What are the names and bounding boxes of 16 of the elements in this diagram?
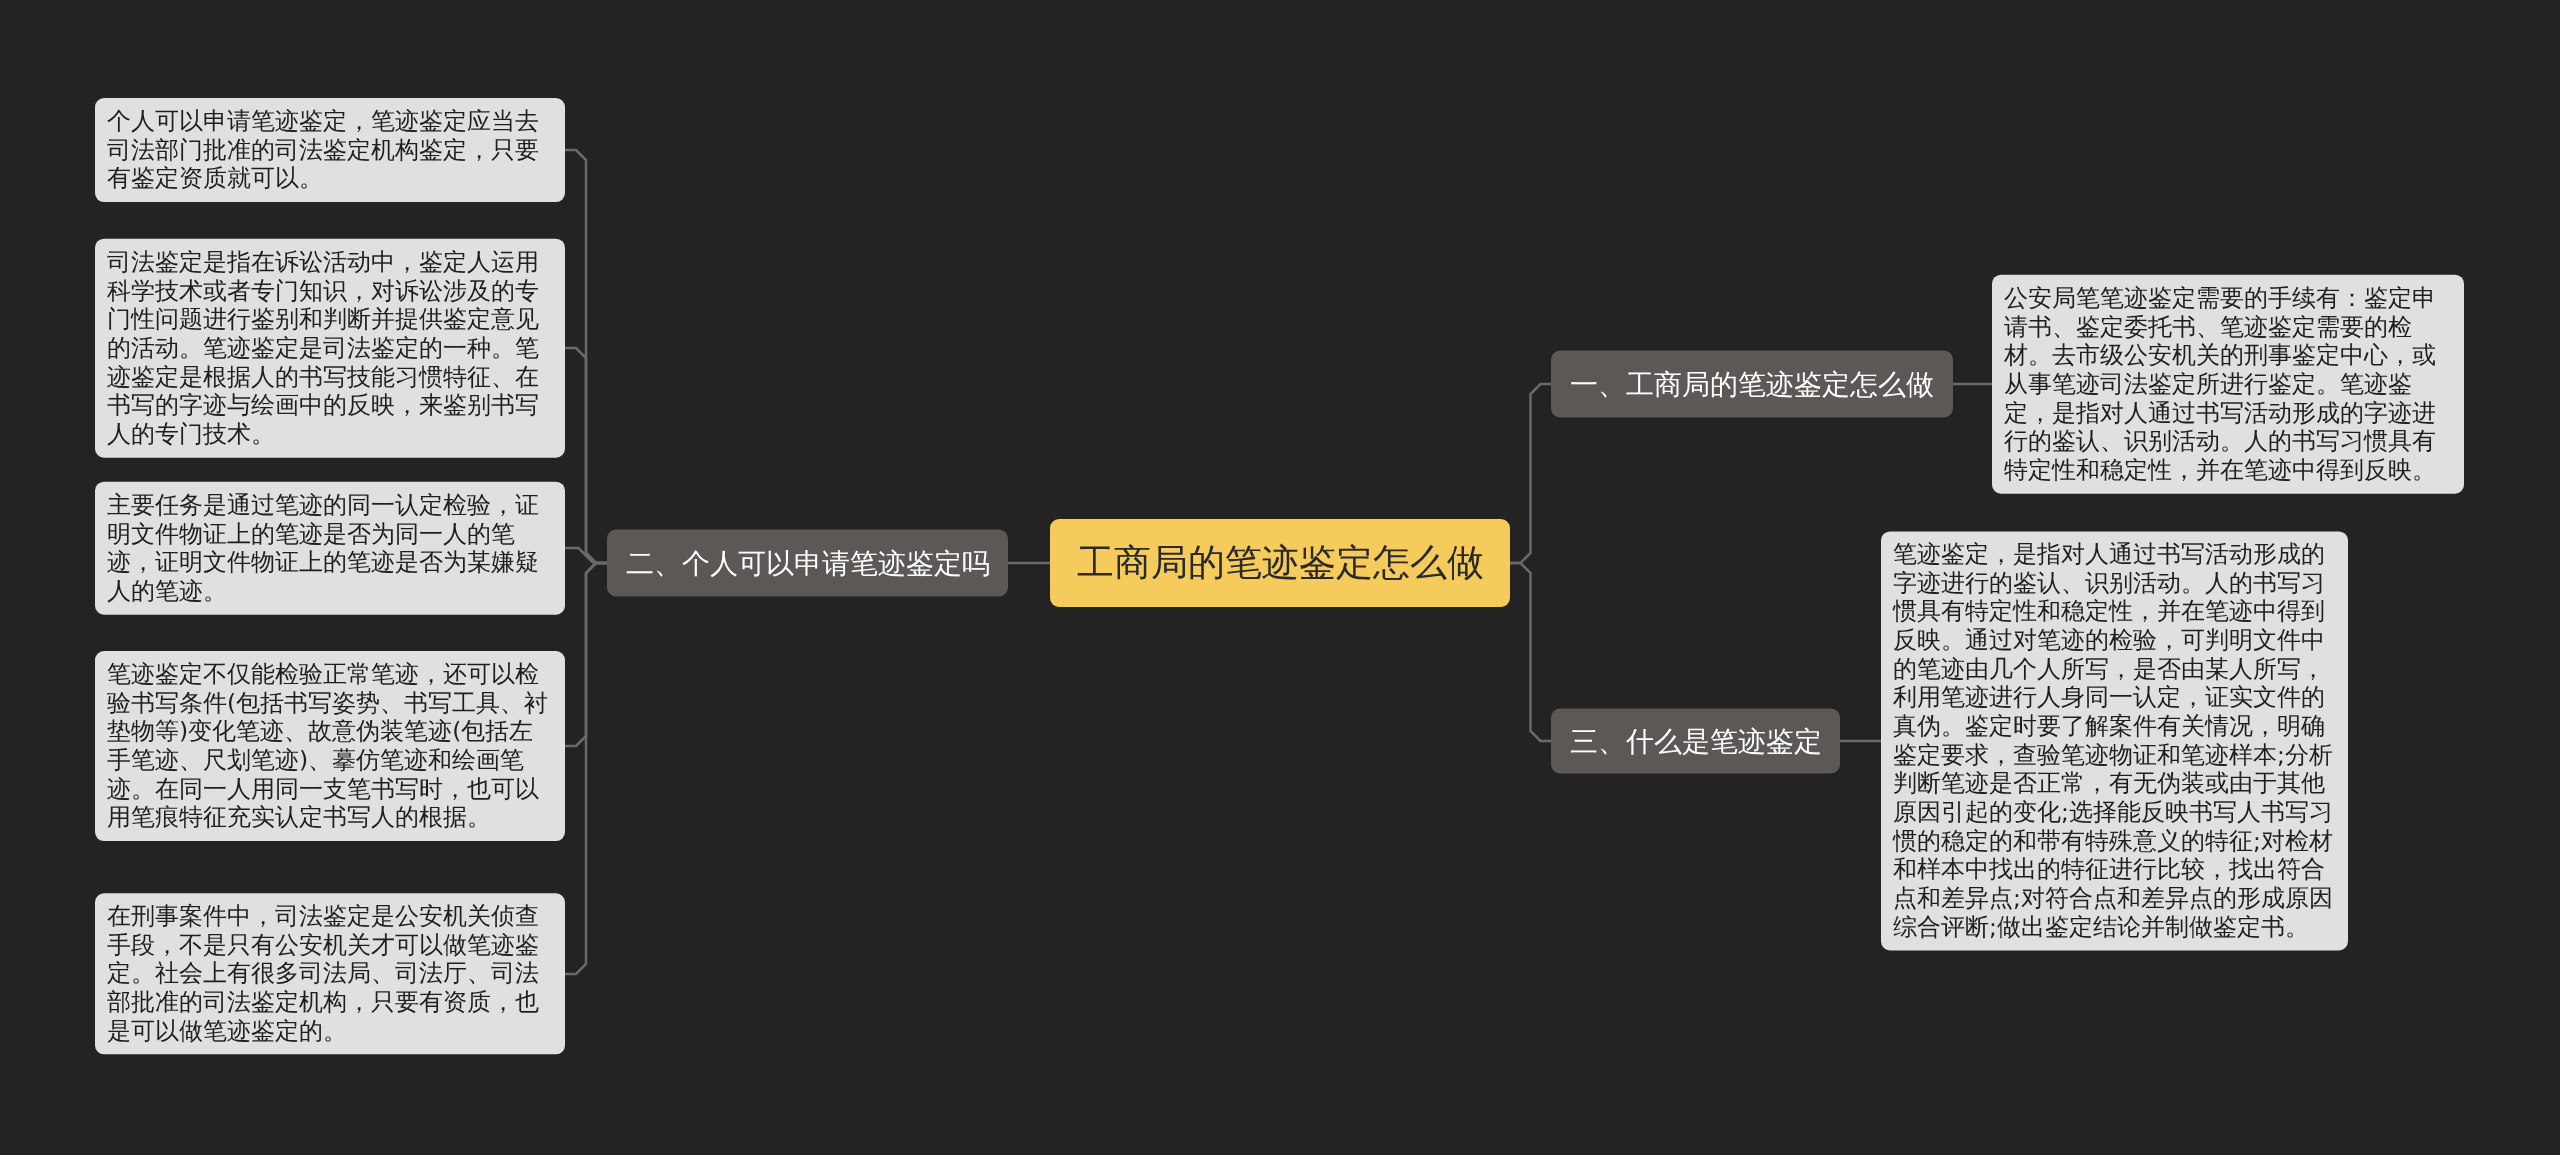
connector-line	[1510, 561, 1551, 743]
branch-topic-box: 二、个人可以申请笔迹鉴定吗	[607, 529, 1008, 597]
branch-topic-box: 一、工商局的笔迹鉴定怎么做	[1551, 350, 1953, 418]
note-card: 笔迹鉴定，是指对人通过书写活动形成的字迹进行的鉴认、识别活动。人的书写习惯具有特定性和稳定性，并在笔迹中得到反映。通过对笔迹的检验，可判明文件中的笔迹由几个人所写，是否由某人所写，利用笔迹进行人身同一认定，证实文件的真伪。鉴定时要了解案件有关情况，明确鉴定要求，查验笔迹物证和笔迹样本;分析判断笔迹是否正常，有无伪装或由于其他原因引起的变化;选择能反映书写人书写习惯的稳定的和带有特殊意义的特征;对检材和样本中找出的特征进行比较，找出符合点和差异点;对符合点和差异点的形成原因综合评断;做出鉴定结论并制做鉴定书。	[1881, 531, 2348, 951]
connector-line	[565, 561, 607, 976]
note-card: 个人可以申请笔迹鉴定，笔迹鉴定应当去司法部门批准的司法鉴定机构鉴定，只要有鉴定资质就可以。	[95, 98, 565, 202]
note-card: 在刑事案件中，司法鉴定是公安机关侦查手段，不是只有公安机关才可以做笔迹鉴定。社会上有很多司法局、司法厅、司法部批准的司法鉴定机构，只要有资质，也是可以做笔迹鉴定的。	[95, 893, 565, 1055]
note-card: 笔迹鉴定不仅能检验正常笔迹，还可以检验书写条件(包括书写姿势、书写工具、衬垫物等)变化笔迹、故意伪装笔迹(包括左手笔迹、尺划笔迹)、摹仿笔迹和绘画笔迹。在同一人用同一支笔书写时，也可以用笔痕特征充实认定书写人的根据。	[95, 651, 565, 841]
connector-line	[1008, 561, 1050, 565]
connector-line	[1953, 382, 1992, 386]
branch-topic-box: 三、什么是笔迹鉴定	[1551, 708, 1840, 774]
central-topic-box: 工商局的笔迹鉴定怎么做	[1050, 519, 1510, 607]
note-card: 司法鉴定是指在诉讼活动中，鉴定人运用科学技术或者专门知识，对诉讼涉及的专门性问题进行鉴别和判断并提供鉴定意见的活动。笔迹鉴定是司法鉴定的一种。笔迹鉴定是根据人的书写技能习惯特征、在书写的字迹与绘画中的反映，来鉴别书写人的专门技术。	[95, 238, 565, 458]
note-card: 公安局笔笔迹鉴定需要的手续有：鉴定申请书、鉴定委托书、笔迹鉴定需要的检材。去市级公安机关的刑事鉴定中心，或从事笔迹司法鉴定所进行鉴定。笔迹鉴定，是指对人通过书写活动形成的字迹进行的鉴认、识别活动。人的书写习惯具有特定性和稳定性，并在笔迹中得到反映。	[1992, 274, 2464, 494]
connector-line	[1840, 739, 1881, 743]
note-card: 主要任务是通过笔迹的同一认定检验，证明文件物证上的笔迹是否为同一人的笔迹，证明文件物证上的笔迹是否为某嫌疑人的笔迹。	[95, 481, 565, 615]
